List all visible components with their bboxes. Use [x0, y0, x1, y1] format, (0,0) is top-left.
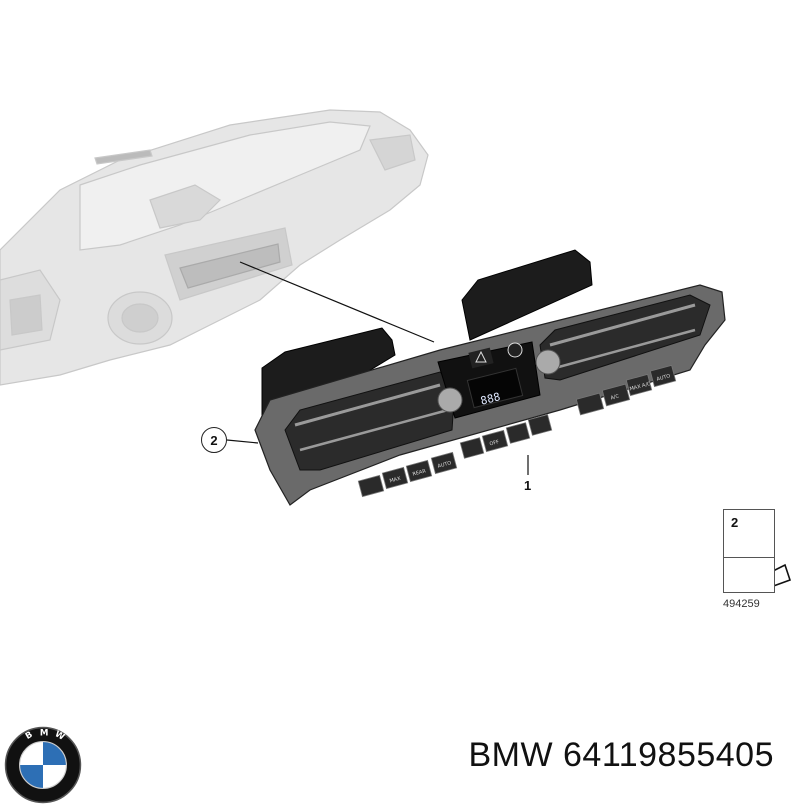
fastener-legend: 2	[723, 509, 775, 593]
auto-button-right	[649, 364, 677, 388]
label-ac: A/C	[610, 393, 620, 401]
seat-heat-button	[357, 474, 385, 498]
seat-heat-right-button	[527, 414, 553, 436]
leader-line-dashboard	[239, 261, 435, 343]
off-button	[481, 429, 509, 453]
legend-divider	[724, 557, 774, 558]
legend-item-number: 2	[731, 515, 739, 530]
max-defrost-button	[381, 466, 409, 490]
fan-button	[459, 437, 485, 459]
label-max-ac: MAX A/C	[629, 381, 652, 392]
display-digits: 888	[479, 390, 501, 407]
dashboard-illustration	[0, 109, 429, 386]
svg-text:M: M	[40, 728, 49, 738]
image-id: 494259	[723, 598, 760, 610]
bmw-logo: B M W	[4, 726, 82, 804]
callout-2: 2	[201, 427, 227, 453]
temperature-display	[466, 367, 524, 409]
ac-button	[601, 383, 631, 407]
airflow-button	[505, 422, 531, 444]
right-knob	[535, 349, 561, 375]
max-ac-button	[625, 373, 653, 397]
leader-line-2	[226, 439, 259, 444]
recirculation-button	[575, 392, 605, 416]
hazard-icon	[475, 350, 487, 363]
label-auto-left: AUTO	[437, 460, 452, 469]
label-rear: REAR	[412, 468, 427, 477]
climate-control-panel: 888 MAX REAR AUTO OFF A/	[254, 249, 726, 506]
label-auto-right: AUTO	[656, 373, 671, 382]
callout-1: 1	[524, 478, 532, 493]
svg-text:B: B	[24, 730, 35, 742]
lock-icon	[507, 342, 523, 358]
left-knob	[437, 387, 463, 413]
part-number-caption: BMW 64119855405	[468, 736, 774, 774]
auto-button-left	[430, 451, 458, 475]
rear-defrost-button	[405, 459, 433, 483]
hazard-button	[468, 347, 494, 369]
label-max: MAX	[389, 476, 402, 485]
label-off: OFF	[489, 439, 500, 447]
